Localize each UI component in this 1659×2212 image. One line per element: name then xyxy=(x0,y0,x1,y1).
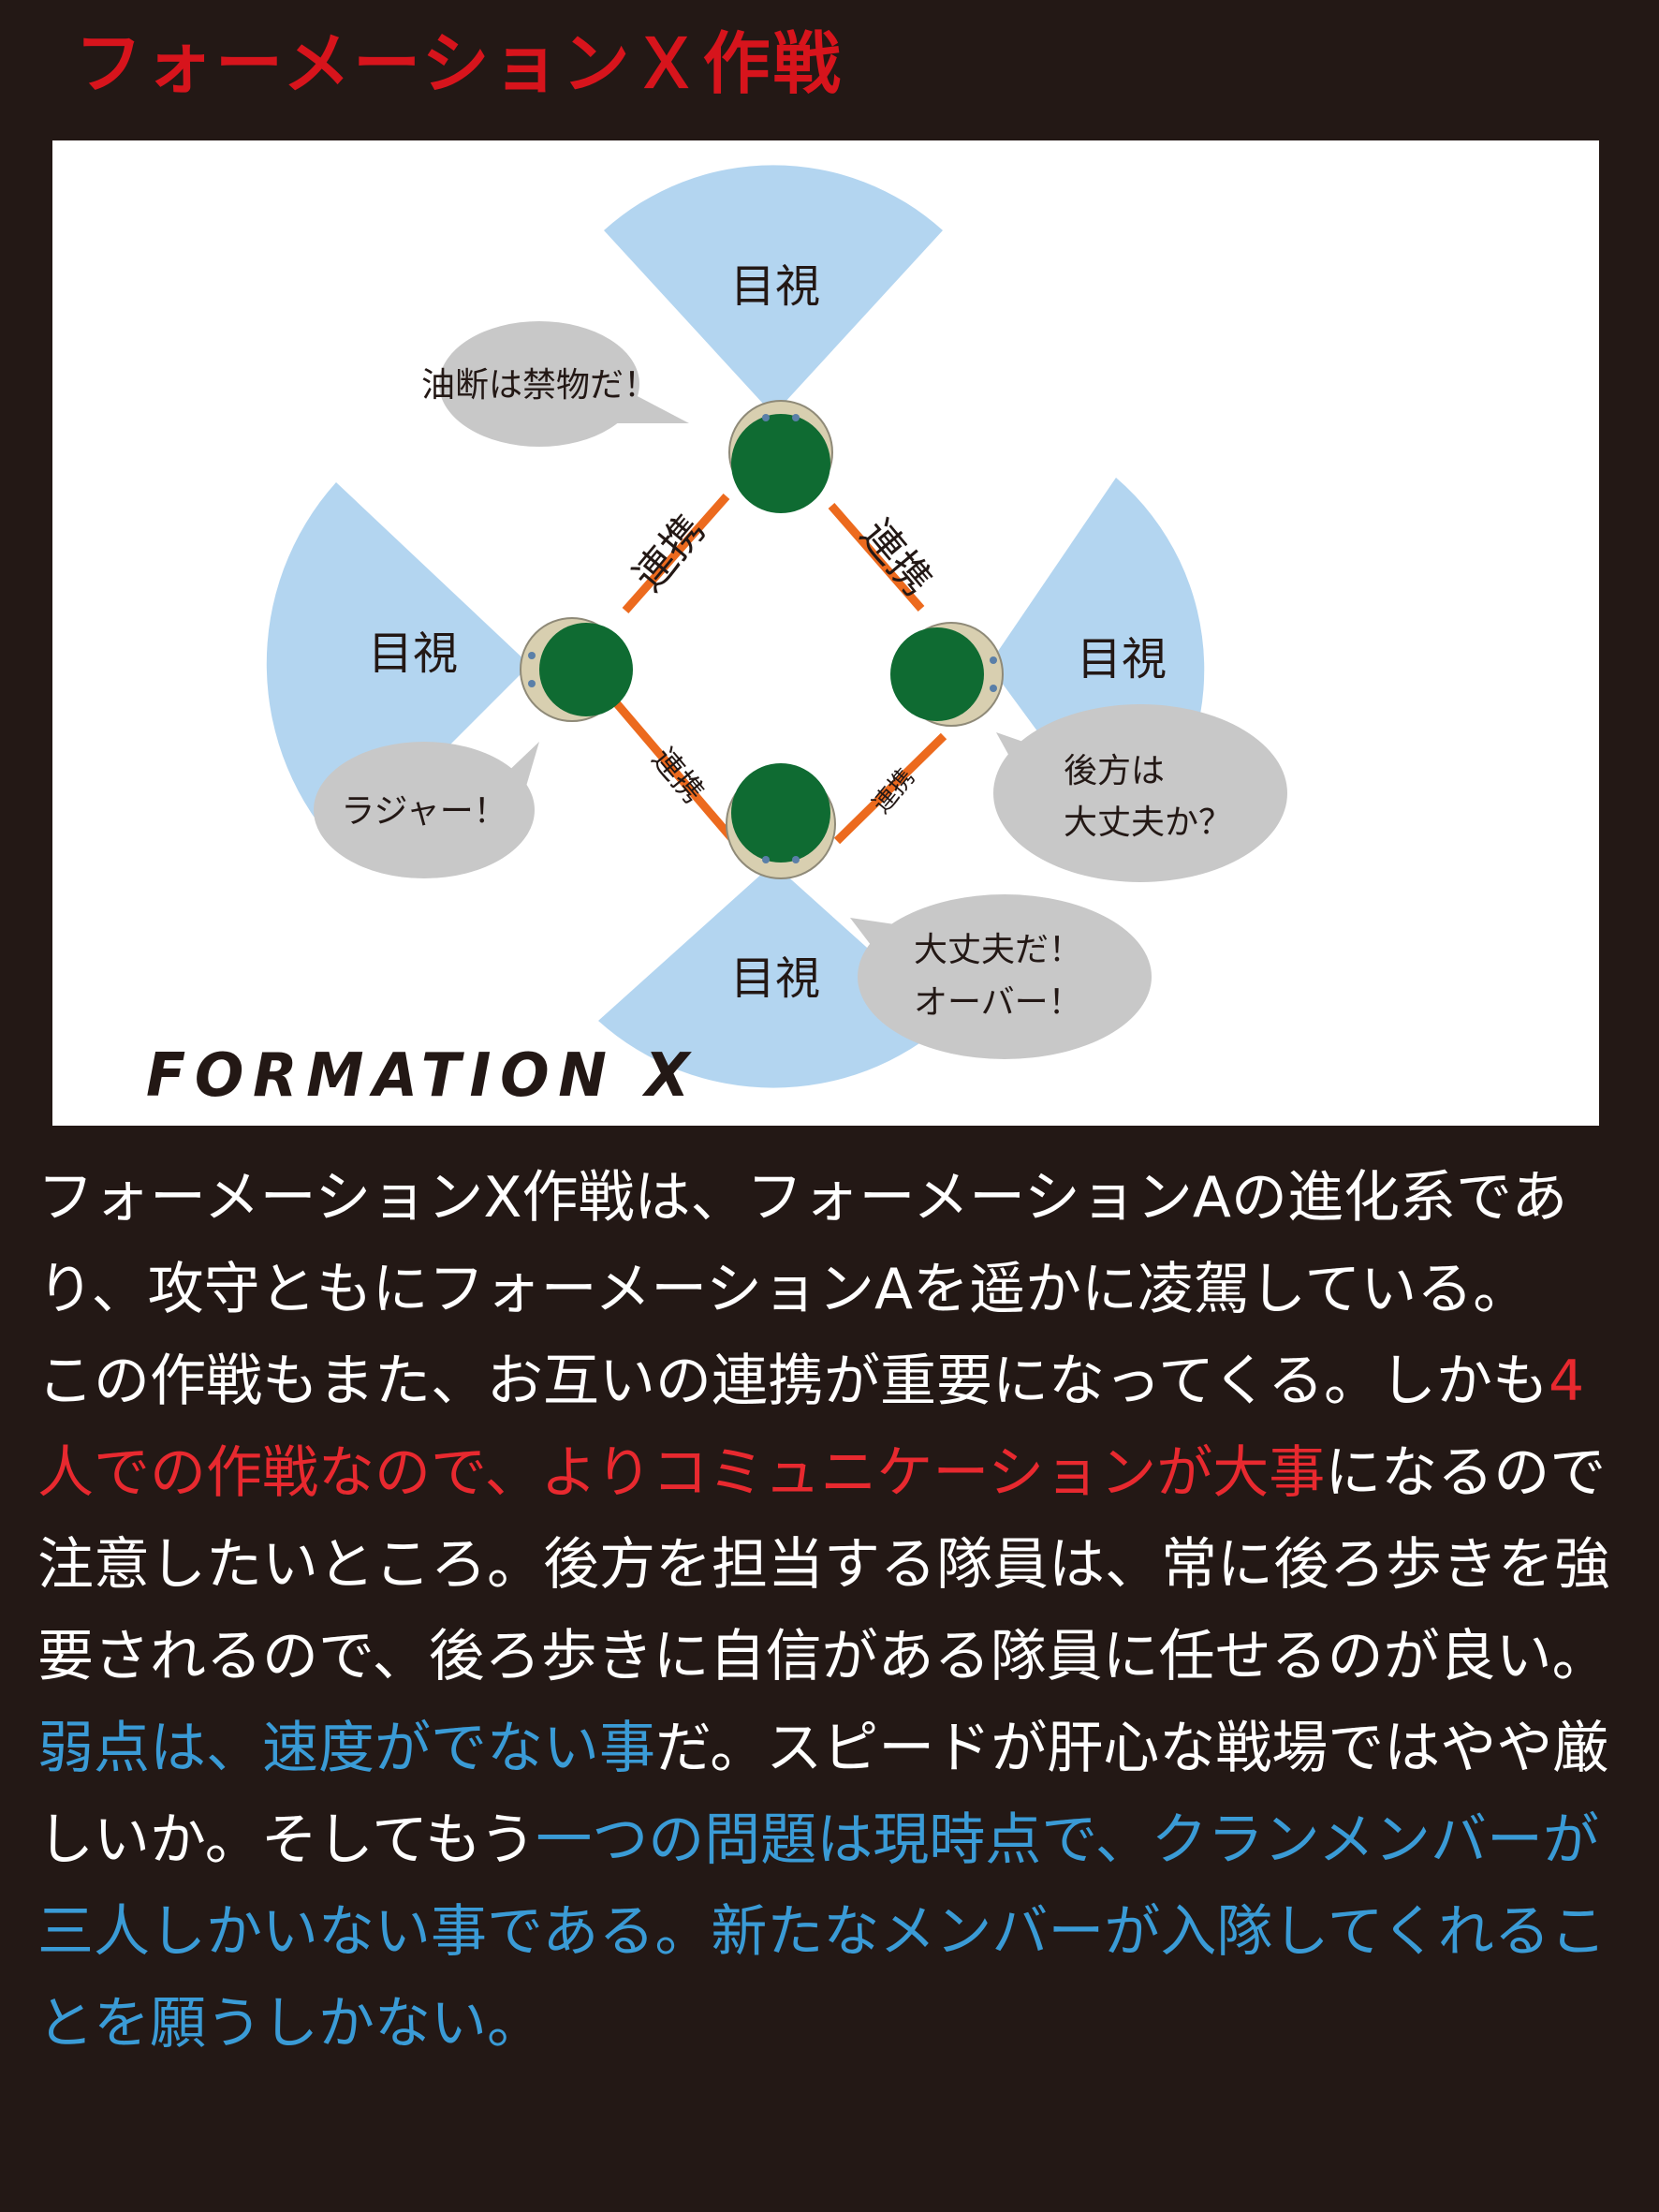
member-bottom xyxy=(726,763,836,879)
bubble-text-right-1: 後方は xyxy=(1064,752,1165,790)
p1-text-b: この作戦もまた、お互いの連携が重要になってくる。しかも xyxy=(37,1349,1549,1414)
link-line-bottom-right xyxy=(833,732,947,845)
vision-cone-bottom xyxy=(598,863,948,1088)
page-title: フォーメーションＸ作戦 xyxy=(75,24,844,103)
speech-bubble-top xyxy=(439,321,689,447)
description-paragraph-1: フォーメーションX作戦は、フォーメーションAの進化系であり、攻守ともにフォーメー… xyxy=(37,1152,1629,1703)
formation-x-logo: FORMATION X xyxy=(146,1041,698,1111)
member-right xyxy=(890,622,1004,727)
p1-highlight-red: 4人での作戦なので、よりコミュニケーションが大事 xyxy=(37,1349,1585,1506)
link-label-top-right: 連携 xyxy=(851,511,941,605)
p1-text-c: になるので注意したいところ。後方を担当する隊員は、常に後ろ歩きを強要されるので、… xyxy=(37,1440,1610,1689)
bubble-text-left: ラジャー！ xyxy=(341,792,507,831)
member-left xyxy=(520,617,633,722)
p2-highlight-blue-2: 一つの問題は現時点で、クランメンバーが三人しかいない事である。新たなメンバーが入… xyxy=(37,1807,1607,2057)
bubble-text-bottom-1: 大丈夫だ！ xyxy=(914,931,1082,969)
vision-label-bottom: 目視 xyxy=(730,952,820,1005)
p2-text-a: だ。スピードが肝心な戦場ではやや厳しいか。そしてもう xyxy=(37,1716,1609,1873)
member-top xyxy=(728,400,833,513)
bubble-text-top: 油断は禁物だ！ xyxy=(421,366,657,405)
vision-cone-top xyxy=(604,165,943,415)
speech-bubble-bottom xyxy=(850,894,1152,1059)
formation-diagram: 目視 目視 目視 目視 連携 連携 連携 連携 油断は禁物だ！ ラジャー！ 後方… xyxy=(146,165,1287,1111)
bubble-text-bottom-2: オーバー！ xyxy=(914,983,1082,1022)
vision-cone-left xyxy=(266,482,530,852)
link-line-top-right xyxy=(828,503,925,612)
link-line-bottom-left xyxy=(610,698,738,844)
description-paragraph-2: 弱点は、速度がでない事だ。スピードが肝心な戦場ではやや厳しいか。そしてもう一つの… xyxy=(37,1703,1629,2070)
bubble-text-right-2: 大丈夫か？ xyxy=(1064,804,1232,842)
vision-label-top: 目視 xyxy=(730,260,820,313)
diagram-panel: 目視 目視 目視 目視 連携 連携 連携 連携 油断は禁物だ！ ラジャー！ 後方… xyxy=(52,140,1599,1126)
p2-highlight-blue-1: 弱点は、速度がでない事 xyxy=(37,1716,655,1781)
speech-bubble-right xyxy=(993,704,1287,882)
description-text: フォーメーションX作戦は、フォーメーションAの進化系であり、攻守ともにフォーメー… xyxy=(37,1152,1629,2070)
speech-bubble-left xyxy=(314,742,539,878)
vision-label-left: 目視 xyxy=(368,627,458,680)
p1-text-a: フォーメーションX作戦は、フォーメーションAの進化系であり、攻守ともにフォーメー… xyxy=(37,1165,1568,1322)
vision-label-right: 目視 xyxy=(1077,633,1167,686)
link-line-top-left xyxy=(622,494,730,613)
